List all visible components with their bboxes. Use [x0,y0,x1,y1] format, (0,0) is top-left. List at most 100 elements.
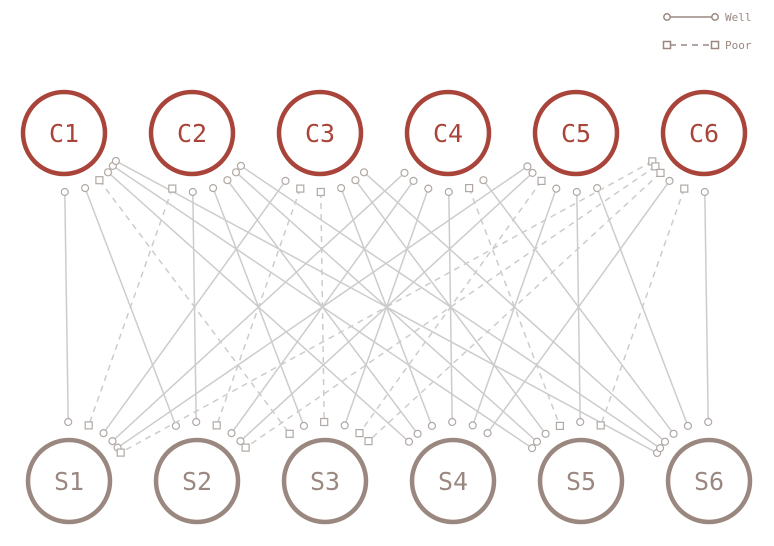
node-s2-circle [153,437,241,525]
edge-c5-s1-start-marker [523,162,532,171]
node-c6-circle [660,89,748,177]
node-c4-label: C4 [433,119,463,148]
edge-c6-s3-line [367,172,662,442]
edge-c3-s1-end-marker [99,429,108,438]
node-c5: C5 [532,89,620,177]
edge-c1-s3-end-marker [285,429,294,438]
edge-c4-s1-line [111,172,406,442]
edge-c3-s1-line [102,180,287,434]
edge-c2-s2-start-marker [188,187,197,197]
node-c1-circle [20,89,108,177]
edge-c2-s1-line [87,188,174,426]
node-c2-label: C2 [177,119,207,148]
edge-c6-s5-end-marker [596,421,605,430]
edge-c1-s6-start-marker [111,156,121,166]
legend-poor-end-marker [710,40,720,50]
node-c6-label: C6 [689,119,719,148]
node-s3: S3 [281,437,369,525]
edge-c5-s5-end-marker [576,417,585,427]
node-s1-circle [25,437,113,525]
node-s3-label: S3 [310,467,340,496]
edge-c3-s5-start-marker [351,176,360,185]
edge-c1-s2-end-marker [171,421,180,430]
node-c4: C4 [404,89,492,177]
edge-c5-s2 [236,168,537,446]
edge-c4-s5 [465,184,565,430]
edge-c5-s1-line [117,165,528,449]
node-c4-circle [404,89,492,177]
edge-c3-s4-end-marker [427,421,436,430]
node-s4-circle [409,437,497,525]
edge-c4-s2-end-marker [227,429,236,438]
edge-c4-s4-start-marker [444,187,453,197]
edge-c1-s1 [60,187,73,427]
edge-c6-s1-end-marker [116,448,125,457]
edge-c6-s4-line [486,180,671,434]
edge-c5-s3-end-marker [355,429,364,438]
node-c5-label: C5 [561,119,591,148]
edge-c2-s1-start-marker [168,184,177,193]
edge-c1-s1-line [64,191,69,423]
node-s5-circle [537,437,625,525]
edge-c3-s6-start-marker [359,168,369,177]
edge-c1-s4-end-marker [404,437,414,446]
edge-c2-s4-start-marker [223,176,232,185]
edge-c6-s5-start-marker [680,184,689,193]
edge-c6-s3-start-marker [656,168,665,177]
node-s1: S1 [25,437,113,525]
legend-well-start-marker [663,13,671,21]
legend-poor-start-marker [662,40,672,50]
edge-c4-s1 [108,168,409,446]
edge-c6-s4-start-marker [665,176,674,185]
edge-c6-s6 [700,187,713,427]
node-c1-label: C1 [49,119,79,148]
edge-c3-s5-end-marker [541,429,550,438]
node-c2-circle [148,89,236,177]
edge-c4-s3-end-marker [340,421,349,430]
edge-c5-s3 [355,176,546,438]
node-s3-circle [281,437,369,525]
edge-c4-s1-end-marker [108,437,117,446]
legend-well-end-marker [711,13,719,21]
edge-c6-s6-end-marker [704,417,713,427]
edge-c2-s4-end-marker [413,429,422,438]
edge-c2-s5-end-marker [532,437,542,446]
node-c3: C3 [276,89,364,177]
node-s1-label: S1 [54,467,84,496]
edges [60,156,713,458]
edge-c3-s1-start-marker [281,176,290,185]
edge-c1-s2-start-marker [80,184,90,193]
edge-c5-s2-line [239,172,534,442]
edge-c3-s2-start-marker [296,184,305,193]
edge-c6-s4 [483,176,674,438]
edge-c4-s5-start-marker [465,184,474,193]
edge-c4-s5-line [468,187,561,427]
legend: Well Poor [662,11,752,52]
edge-c1-s3-start-marker [95,176,104,185]
edge-c5-s4-end-marker [468,421,477,430]
edge-c2-s6-end-marker [655,444,665,453]
edge-c5-s3-start-marker [537,176,546,185]
edge-c5-s2-start-marker [528,168,537,177]
edge-c6-s1-line [120,160,653,454]
node-c5-circle [532,89,620,177]
edge-c6-s2-start-marker [651,162,660,171]
edge-c5-s5-start-marker [572,187,581,197]
legend-poor: Poor [662,39,752,52]
edge-c4-s1-start-marker [400,168,409,177]
edge-c6-s6-line [704,191,709,423]
node-s4: S4 [409,437,497,525]
edge-c4-s6-start-marker [479,176,488,185]
node-s6: S6 [665,437,753,525]
node-c2: C2 [148,89,236,177]
edge-c4-s6-end-marker [669,429,678,438]
edge-c6-s5-line [599,188,686,426]
edge-c2-s6-start-marker [236,161,245,170]
edge-c1-s5-end-marker [527,444,537,453]
edge-c4-s2-start-marker [409,176,418,185]
edge-c2-s3-start-marker [209,184,218,193]
legend-poor-label: Poor [725,39,752,52]
edge-c4-s4-end-marker [448,417,457,427]
